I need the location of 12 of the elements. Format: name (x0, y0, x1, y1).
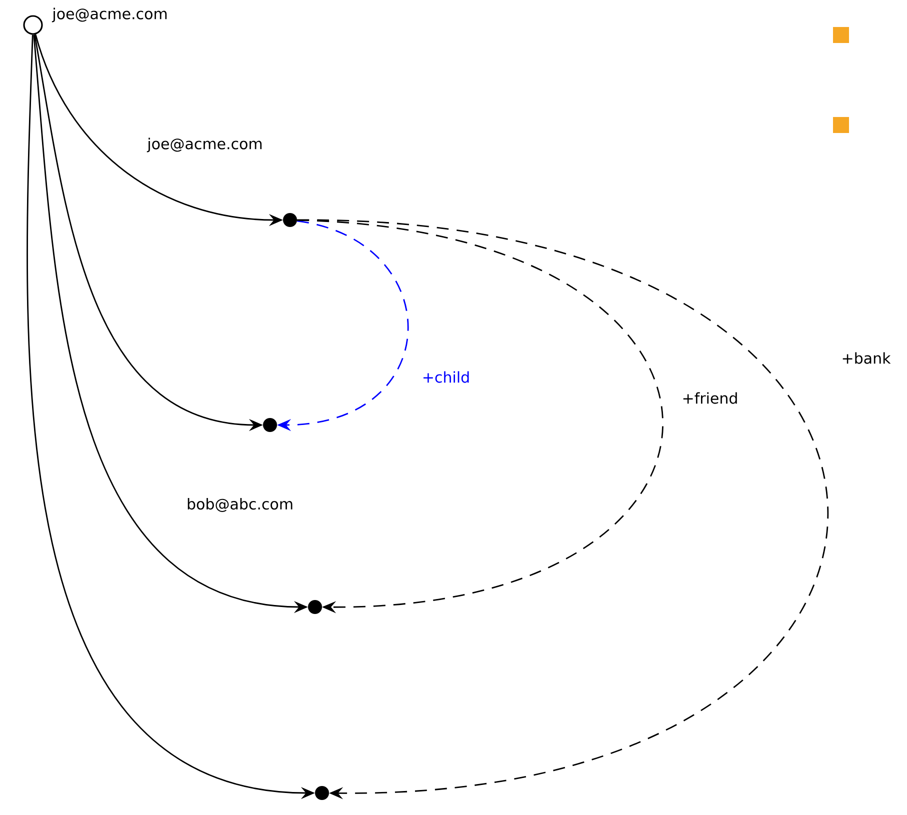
node-circle (263, 418, 277, 432)
arrow (296, 219, 828, 800)
edge-label: +bank (840, 351, 892, 365)
node-circle (23, 15, 43, 35)
arrow (296, 219, 664, 614)
edge-label: bob@abc.com (186, 497, 294, 513)
edge-label: joe@acme.com (146, 136, 264, 154)
node-label: joe@acme.com (52, 8, 167, 22)
edge-label: +friend (680, 391, 740, 405)
node-circle (283, 213, 297, 227)
edge-label: +child (420, 370, 472, 384)
node-circle (308, 600, 322, 614)
